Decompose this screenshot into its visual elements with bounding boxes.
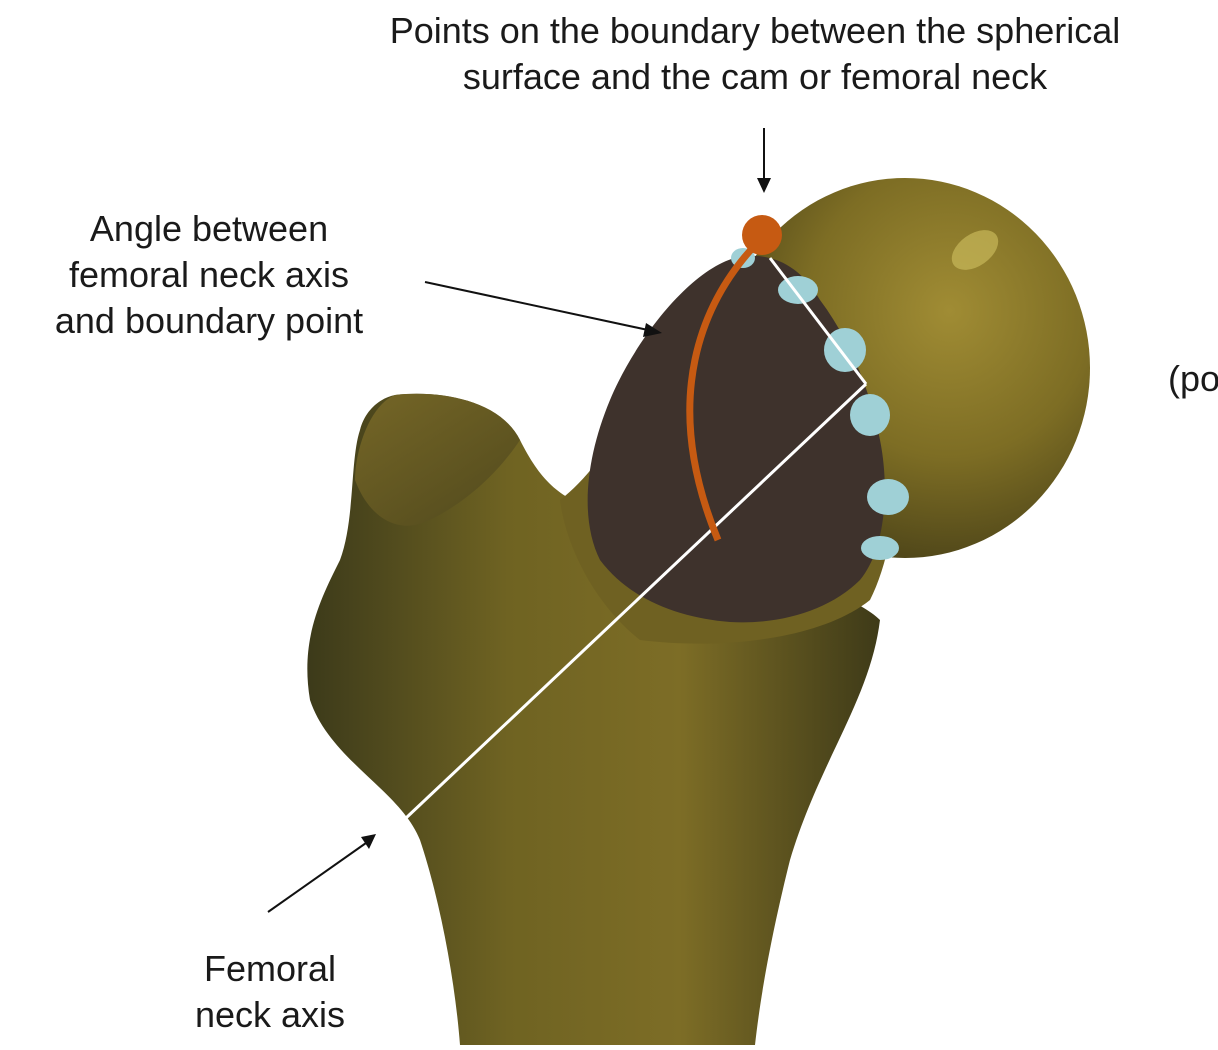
angle-label: Angle between femoral neck axis and boun… xyxy=(0,206,418,344)
boundary-points-label-line2: surface and the cam or femoral neck xyxy=(240,54,1218,100)
boundary-point xyxy=(824,328,866,372)
boundary-point xyxy=(778,276,818,304)
angle-label-line1: Angle between xyxy=(0,206,418,252)
neck-axis-label-line1: Femoral xyxy=(150,946,390,992)
boundary-marker xyxy=(742,215,782,255)
boundary-point xyxy=(861,536,899,560)
cut-off-label: (po xyxy=(1168,356,1218,402)
boundary-points-label: Points on the boundary between the spher… xyxy=(240,8,1218,100)
boundary-point xyxy=(850,394,890,436)
boundary-points-label-line1: Points on the boundary between the spher… xyxy=(240,8,1218,54)
angle-label-line3: and boundary point xyxy=(0,298,418,344)
neck-axis-label-line2: neck axis xyxy=(150,992,390,1038)
arrow-angle xyxy=(425,282,662,337)
angle-label-line2: femoral neck axis xyxy=(0,252,418,298)
arrow-boundary xyxy=(757,128,771,193)
cut-off-label-text: (po xyxy=(1168,356,1218,402)
neck-axis-label: Femoral neck axis xyxy=(150,946,390,1038)
boundary-point xyxy=(867,479,909,515)
arrow-axis xyxy=(268,834,376,912)
